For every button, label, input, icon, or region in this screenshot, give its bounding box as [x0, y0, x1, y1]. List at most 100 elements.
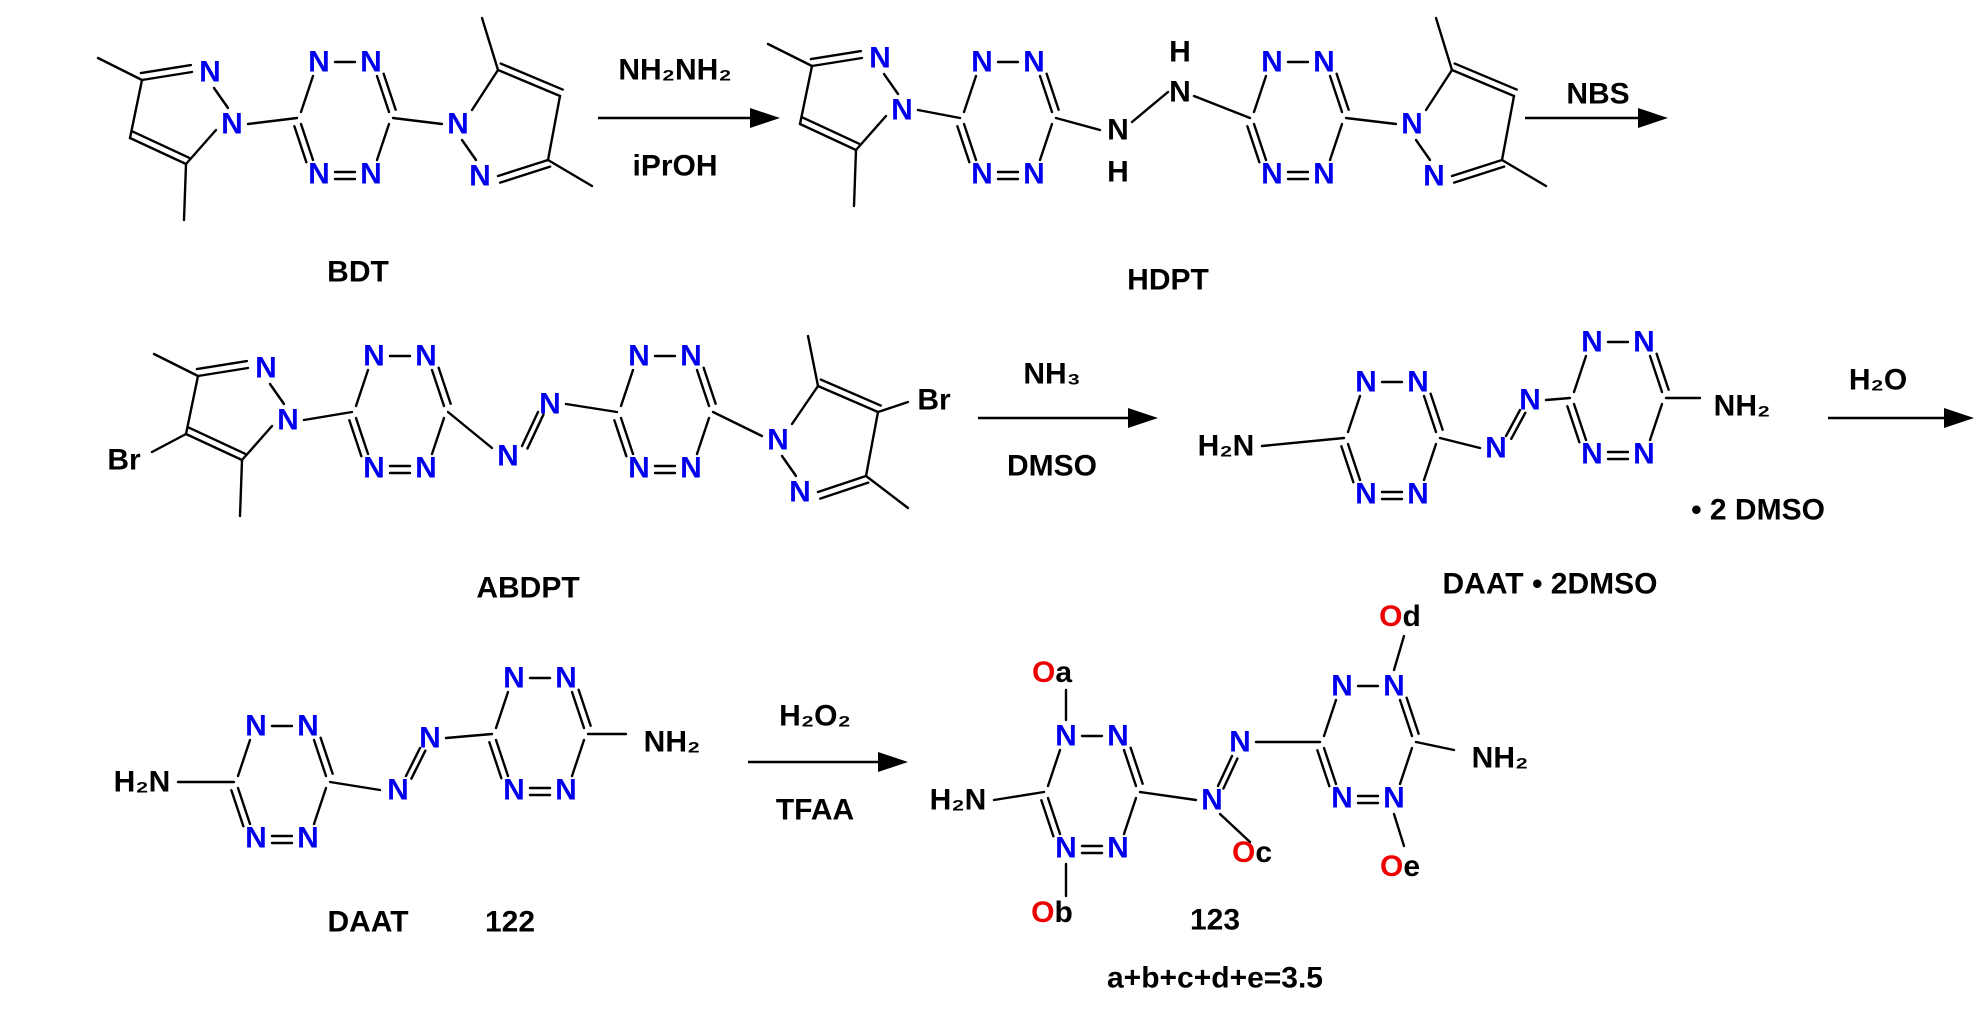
bdt-methyl: [546, 158, 594, 188]
product-tetrazine-right-bond: [1405, 696, 1420, 735]
bdt-bond: [546, 94, 562, 162]
daat2-tetrazine-left-n: N: [297, 710, 319, 743]
hdpt-pyrazole-left-n2: N: [869, 42, 891, 75]
daat1-azo: [1504, 408, 1522, 438]
bdt-pyrazole-left-methyl: [182, 162, 188, 222]
daat1-tetrazine-right-bond: [1566, 405, 1581, 444]
product-n-oxide: [1392, 634, 1406, 672]
compound-number-123: 123: [1190, 904, 1240, 937]
daat2-tetrazine-right-n: N: [555, 774, 577, 807]
bdt-bond: [498, 165, 552, 184]
abdpt-tetrazine-left-bond: [430, 416, 446, 456]
hdpt-h: H: [1107, 156, 1129, 189]
product-tetrazine-right-bond: [1316, 749, 1331, 788]
daat1-tetrazine-right-bond: [1572, 402, 1588, 442]
daat1-tetrazine-left-n: N: [1355, 478, 1377, 511]
daat2-tetrazine-left-n: N: [245, 822, 267, 855]
daat1-tetrazine-right-n: N: [1581, 438, 1603, 471]
hdpt-bond: [1500, 94, 1516, 162]
bdt-tetrazine-bond: [382, 72, 397, 111]
product-tetrazine-left-bond: [1129, 746, 1144, 785]
product-tetrazine-right-n: N: [1383, 782, 1405, 815]
hdpt-bond: [1450, 68, 1516, 98]
daat2-amine-left: H₂N: [114, 766, 171, 799]
abdpt-pyrazole-right-n2: N: [789, 476, 811, 509]
abdpt-bond: [780, 454, 798, 478]
product-n-oxide: [1218, 812, 1252, 844]
n-oxide-b: Ob: [1031, 896, 1073, 929]
bdt-pyrazole-left-bond: [184, 128, 218, 166]
daat2-tetrazine-right-bond: [494, 738, 510, 778]
n-oxide-a: Oa: [1032, 656, 1072, 689]
hdpt-tetrazine-right-n: N: [1313, 46, 1335, 79]
hdpt-bond: [1453, 62, 1518, 91]
hdpt-bond: [1192, 94, 1252, 120]
abdpt-pyrazole-left-bond: [184, 432, 244, 462]
daat2-tetrazine-left-bond: [319, 736, 334, 775]
hdpt-pyrazole-left-methyl: [766, 42, 814, 68]
hdpt-tetrazine-left-bond: [1038, 122, 1054, 162]
hdpt-tetrazine-left-bond: [962, 74, 978, 114]
abdpt-tetrazine-right-bond: [619, 368, 635, 408]
hdpt-pyrazole-left-bond: [801, 116, 861, 145]
daat2-tetrazine-right-n: N: [555, 662, 577, 695]
n-oxide-d: Od: [1379, 600, 1421, 633]
hdpt-pyrazole-right-n2: N: [1423, 160, 1445, 193]
daat1-amine-left: H₂N: [1198, 430, 1255, 463]
bdt-tetrazine-bond: [299, 122, 315, 162]
hdpt-bond: [1452, 165, 1506, 184]
abdpt-bond: [819, 481, 870, 500]
abdpt-tetrazine-right-bond: [619, 416, 635, 456]
reagent-step1-top: NH₂NH₂: [618, 54, 731, 87]
hdpt-tetrazine-right-bond: [1246, 125, 1261, 164]
daat2-azo-n: N: [387, 774, 409, 807]
product-tetrazine-right-n: N: [1331, 670, 1353, 703]
abdpt-pyrazole-left-bond: [240, 424, 274, 462]
abdpt-tetrazine-right-bond: [695, 368, 711, 408]
abdpt-tetrazine-right-n: N: [628, 340, 650, 373]
bdt-pyrazole-left-bond: [128, 78, 144, 140]
hdpt-tetrazine-left-bond: [956, 125, 971, 164]
hdpt-tetrazine-right-n: N: [1261, 46, 1283, 79]
abdpt-azo: [564, 402, 619, 414]
bdt-pyrazole-left-bond: [128, 136, 188, 166]
abdpt-pyrazole-left-n2: N: [255, 352, 277, 385]
daat2-tetrazine-left-bond: [230, 789, 245, 828]
hdpt-pyrazole-left-bond: [854, 114, 888, 152]
abdpt-methyl: [806, 334, 820, 388]
hdpt-tetrazine-right-bond: [1328, 74, 1344, 114]
bdt-pyrazole-left-bond: [139, 63, 193, 75]
bdt-bond: [470, 68, 500, 112]
daat1-tetrazine-left-bond: [1422, 442, 1438, 482]
reagent-step2-top: NBS: [1566, 78, 1629, 111]
abdpt-tetrazine-left-bond: [437, 366, 452, 405]
abdpt-tetrazine-left-bond: [354, 416, 370, 456]
daat2-tetrazine-left-bond: [312, 738, 328, 778]
abdpt-bond: [876, 400, 910, 414]
abdpt-tetrazine-right-bond: [613, 419, 628, 458]
bdt-methyl: [480, 16, 500, 72]
abdpt-azo: [446, 410, 494, 450]
abdpt-tetrazine-right-bond: [702, 366, 717, 405]
abdpt-pyrazole-left-bond: [184, 374, 200, 436]
abdpt-tetrazine-left-n: N: [415, 452, 437, 485]
bdt-pyrazole-left-n2: N: [199, 56, 221, 89]
product-tetrazine-left-n: N: [1055, 720, 1077, 753]
daat1-azo: [1544, 396, 1572, 402]
abdpt-pyrazole-left-bond: [268, 382, 286, 406]
daat2-tetrazine-right-n: N: [503, 662, 525, 695]
hdpt-tetrazine-right-bond: [1252, 74, 1268, 114]
abdpt-methyl: [864, 474, 910, 510]
hdpt-tetrazine-right-bond: [1335, 72, 1350, 111]
daat1-azo: [1438, 436, 1482, 450]
daat1-tetrazine-right-bond: [1655, 352, 1670, 391]
product-tetrazine-left-bond: [1046, 748, 1062, 788]
daat1-tetrazine-left-n: N: [1407, 478, 1429, 511]
hdpt-pyrazole-left-bond: [798, 122, 858, 152]
reagent-step1-bottom: iPrOH: [632, 150, 717, 183]
bdt-pyrazole-left-bond: [140, 70, 194, 82]
abdpt-pyrazole-left-bond: [195, 359, 249, 371]
daat1-tetrazine-right-n: N: [1633, 326, 1655, 359]
